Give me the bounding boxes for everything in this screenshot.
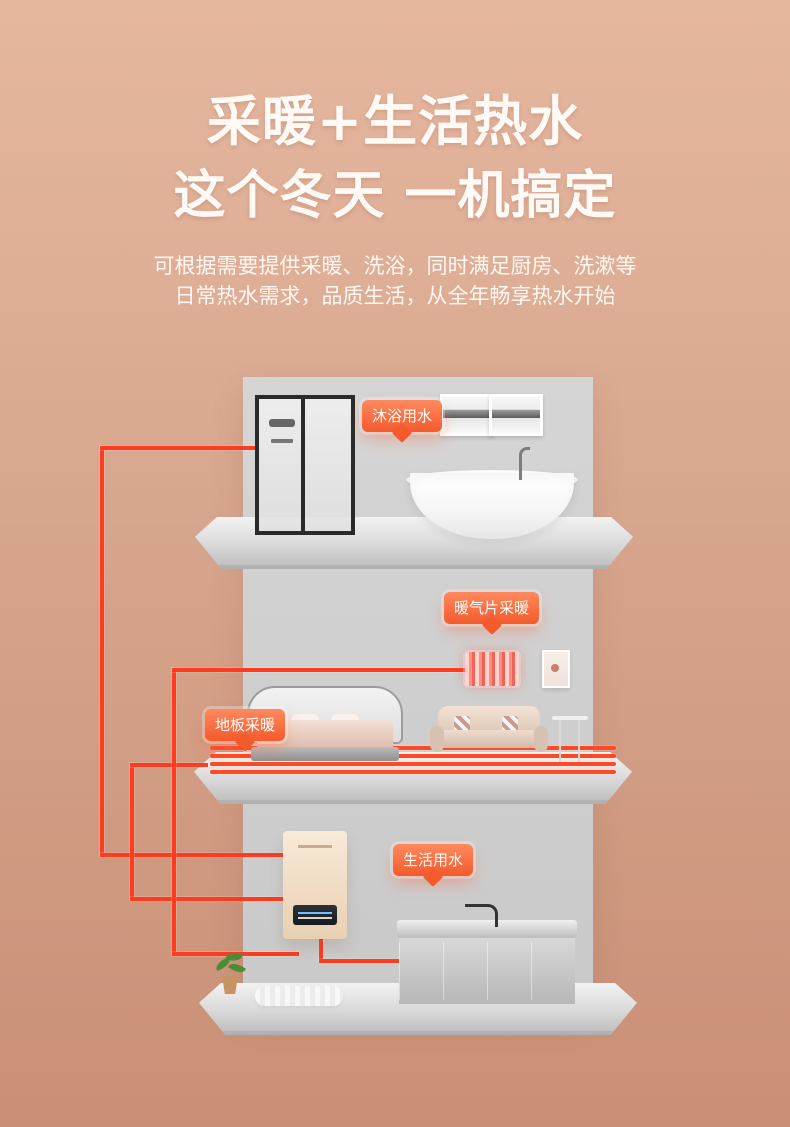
pipe-domestic-horizontal [319,959,399,963]
headline-line-1: 采暖+生活热水 [206,90,584,153]
pipe-radiator-horizontal [172,668,467,672]
pipe-domestic-drop [319,939,323,961]
faucet-icon [519,447,530,480]
pipe-radiator-vertical [172,668,176,954]
pipe-floor-vertical [130,763,134,899]
artwork-icon [440,394,494,436]
shower-icon [255,395,355,535]
floor-heating-coil [194,738,632,784]
wall-picture-icon [542,650,570,688]
pipe-floor-horizontal [130,763,208,767]
pipe-bath-vertical [100,446,104,855]
headline-line-2: 这个冬天 一机搞定 [173,166,617,226]
kitchen-cabinet-icon [397,904,577,1004]
sofa-icon [430,706,548,764]
pipe-floor-connector [130,897,283,901]
subtitle-line-1: 可根据需要提供采暖、洗浴，同时满足厨房、洗漱等 [153,254,637,278]
label-bath-water: 沐浴用水 [362,400,443,432]
rug-icon [255,986,343,1006]
pipe-bath-horizontal [100,446,258,450]
radiator-icon [465,652,519,686]
label-radiator-heating: 暖气片采暖 [444,592,540,624]
water-heater-icon [283,831,347,939]
plant-icon [212,951,248,996]
label-domestic-water: 生活用水 [393,844,474,876]
label-floor-heating: 地板采暖 [205,709,286,741]
pipe-bath-connector [100,853,283,857]
subtitle-line-2: 日常热水需求，品质生活，从全年畅享热水开始 [174,284,616,308]
side-table-icon [552,716,588,762]
artwork-icon [489,394,543,436]
